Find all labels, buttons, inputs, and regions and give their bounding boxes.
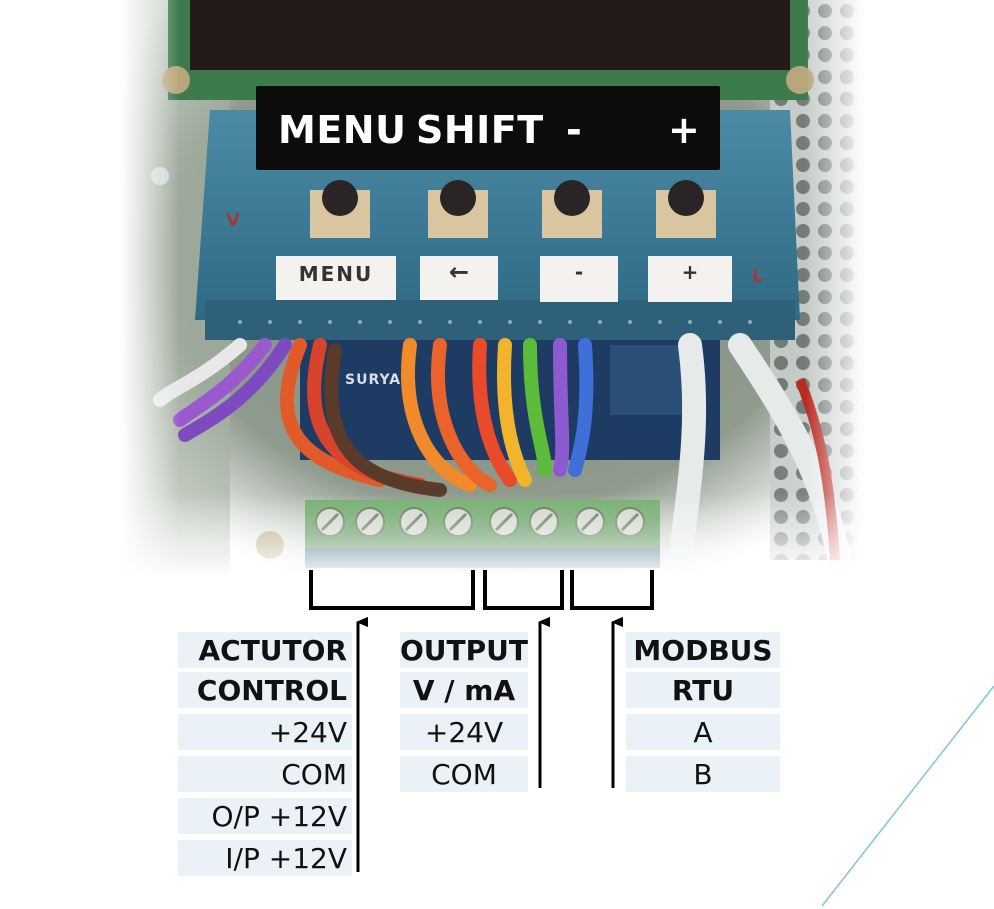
plus-legend: + [668,108,701,152]
actuator-pin-com: COM [178,756,352,792]
actuator-pin-24v: +24V [178,714,352,750]
shift-legend: SHIFT [416,108,544,152]
modbus-title-1: MODBUS [626,632,780,668]
modbus-pin-a: A [626,714,780,750]
board-mark-right: L [752,266,764,287]
output-title-2: V / mA [400,672,528,708]
minus-key-label: - [574,260,584,284]
menu-legend: MENU [278,108,407,152]
output-pin-24v: +24V [400,714,528,750]
plus-key-label: + [681,260,699,284]
modbus-title-2: RTU [626,672,780,708]
modbus-pin-b: B [626,756,780,792]
menu-key-label: MENU [298,262,374,286]
output-title-1: OUTPUT [400,632,528,668]
output-pin-com: COM [400,756,528,792]
actuator-pin-ip12v: I/P +12V [178,840,352,876]
button-legend-bar: MENU SHIFT - + [256,86,720,170]
board-print-text: SURYA [345,372,402,388]
actuator-title-1: ACTUTOR [178,632,352,668]
actuator-title-2: CONTROL [178,672,352,708]
board-mark-left: V [226,210,240,231]
minus-legend: - [566,108,583,152]
actuator-pin-op12v: O/P +12V [178,798,352,834]
back-key-label: ← [448,258,470,286]
